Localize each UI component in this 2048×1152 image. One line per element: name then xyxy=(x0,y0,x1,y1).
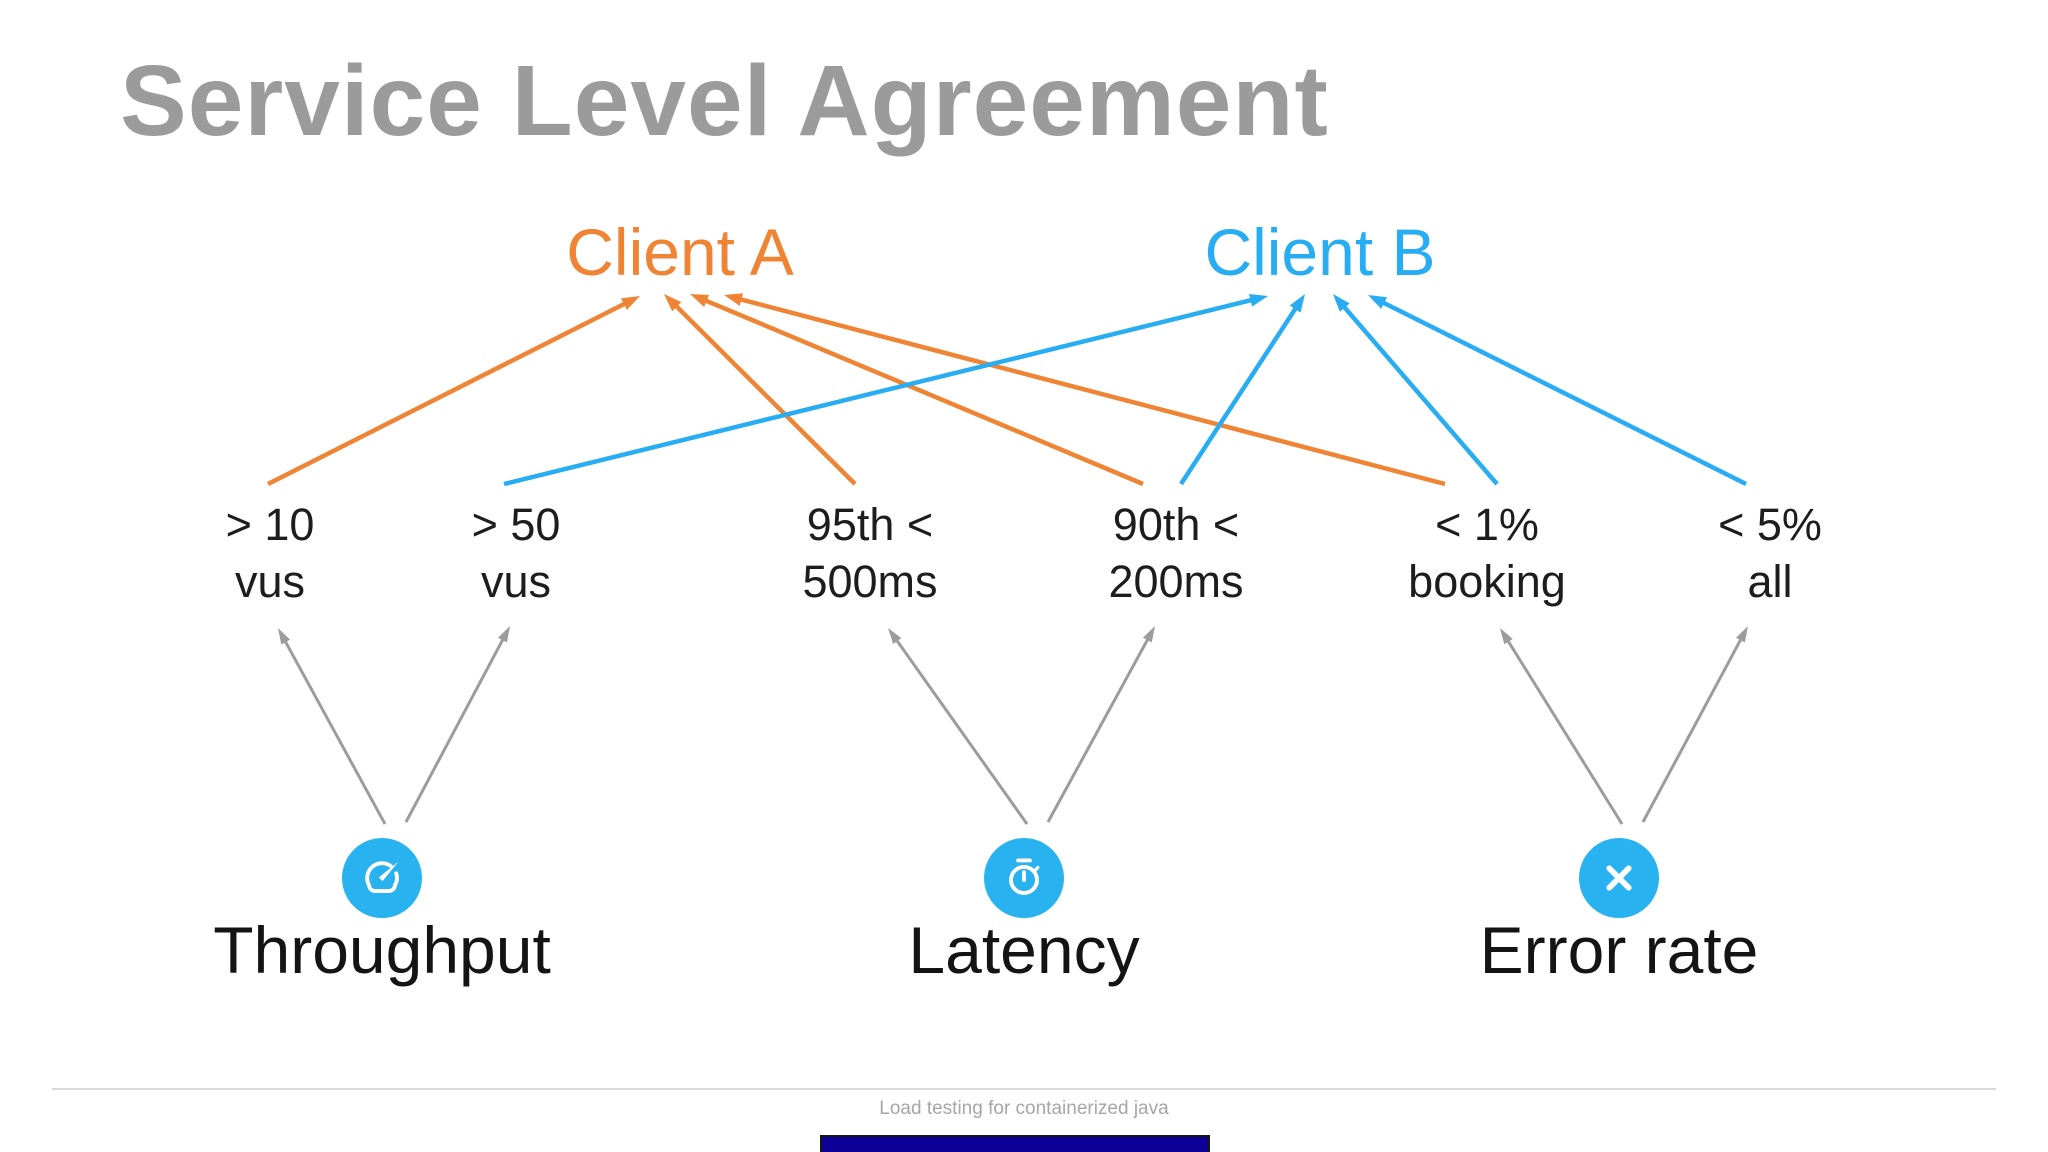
criterion-error-all: < 5% all xyxy=(1718,496,1822,610)
client-b-label: Client B xyxy=(1204,215,1436,289)
criterion-line2: vus xyxy=(234,556,306,607)
page-title: Service Level Agreement xyxy=(120,45,1329,157)
edge-p95-to-client-a xyxy=(673,302,857,486)
footer-divider xyxy=(52,1088,1996,1090)
criterion-vus10: > 10 vus xyxy=(226,496,315,610)
metric-label-error-rate: Error rate xyxy=(1479,913,1759,987)
edge-error-rate-to-err5 xyxy=(1641,636,1744,823)
footer-caption: Load testing for containerized java xyxy=(879,1098,1169,1119)
x-icon xyxy=(1606,865,1632,891)
arrowhead-throughput-to-vus50 xyxy=(498,626,510,643)
video-progress-bar xyxy=(820,1135,1210,1152)
stopwatch-icon xyxy=(1009,858,1040,895)
criterion-line2: 500ms xyxy=(802,556,938,607)
client-a-label: Client A xyxy=(566,215,794,289)
latency-icon-circle xyxy=(984,838,1064,918)
edge-throughput-to-vus50 xyxy=(404,636,506,823)
edge-err1-to-client-a xyxy=(737,296,1446,487)
arrowhead-err5-to-client-b xyxy=(1368,295,1388,309)
criterion-line2: all xyxy=(1747,556,1793,607)
arrowhead-throughput-to-vus10 xyxy=(278,628,291,645)
throughput-icon-circle xyxy=(342,838,422,918)
metric-label-throughput: Throughput xyxy=(213,913,551,987)
criterion-error-booking: < 1% booking xyxy=(1408,496,1566,610)
error-rate-icon-circle xyxy=(1579,838,1659,918)
arrowhead-vus10-to-client-a xyxy=(621,296,640,310)
edge-throughput-to-vus10 xyxy=(282,638,387,825)
edge-p90-to-client-b xyxy=(1179,305,1299,486)
criterion-p95-latency: 95th < 500ms xyxy=(802,496,937,610)
criterion-line1: > 50 xyxy=(471,499,561,550)
arrowhead-err1-to-client-a xyxy=(724,293,744,306)
edge-error-rate-to-err1 xyxy=(1505,638,1624,825)
criterion-line2: vus xyxy=(480,556,552,607)
criterion-line1: < 1% xyxy=(1435,499,1539,550)
edge-latency-to-p95 xyxy=(894,637,1029,825)
arrowhead-error-rate-to-err5 xyxy=(1736,626,1748,643)
edge-latency-to-p90 xyxy=(1046,636,1151,823)
arrowhead-p90-to-client-a xyxy=(690,294,710,307)
criterion-line1: 90th < xyxy=(1112,499,1240,550)
edge-vus10-to-client-a xyxy=(266,300,628,487)
criterion-line2: booking xyxy=(1408,556,1566,607)
arrowhead-err1-to-client-b xyxy=(1333,294,1350,312)
arrowhead-latency-to-p90 xyxy=(1142,626,1155,643)
arrowhead-error-rate-to-err1 xyxy=(1500,628,1513,645)
criterion-vus50: > 50 vus xyxy=(472,496,561,610)
arrowhead-p90-to-client-b xyxy=(1289,294,1305,313)
criterion-line2: 200ms xyxy=(1108,556,1244,607)
edge-err5-to-client-b xyxy=(1380,299,1748,487)
edge-p90-to-client-a xyxy=(702,297,1144,487)
metric-label-latency: Latency xyxy=(908,913,1140,987)
arrowhead-vus50-to-client-b xyxy=(1248,293,1268,307)
arrowhead-latency-to-p95 xyxy=(888,628,902,644)
criterion-line1: < 5% xyxy=(1718,499,1822,550)
arrowhead-p95-to-client-a xyxy=(664,294,682,312)
criterion-line1: > 10 xyxy=(225,499,315,550)
criterion-p90-latency: 90th < 200ms xyxy=(1108,496,1243,610)
speedometer-icon xyxy=(365,861,399,893)
edge-vus50-to-client-b xyxy=(503,297,1254,487)
edge-err1-to-client-b xyxy=(1341,303,1499,486)
criterion-line1: 95th < xyxy=(806,499,934,550)
